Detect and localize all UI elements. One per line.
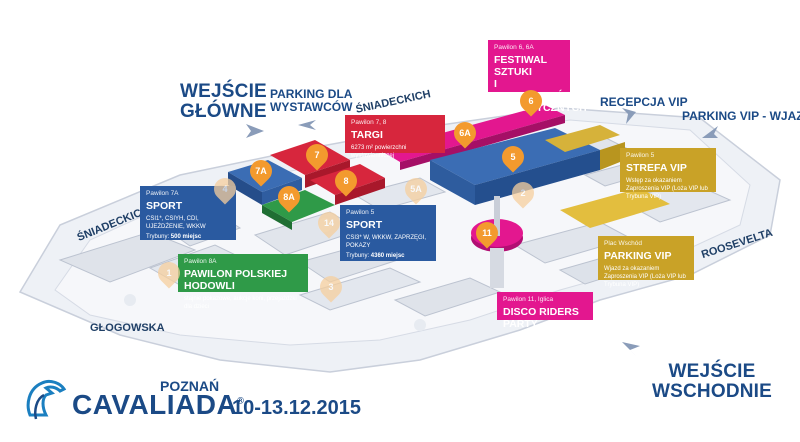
card-hodowla: Pawilon 8A PAWILON POLSKIEJ HODOWLI staj… (178, 254, 308, 310)
card-hodowla-detail: stajnie pokazowe, aukcje koni, przejażdż… (184, 296, 297, 310)
footer-dates: 10-13.12.2015 (232, 397, 362, 419)
card-parking-vip-caption: Plac Wschód (604, 240, 642, 247)
card-parking-vip-detail: Wjazd za okazaniem Zaproszenia VIP (Loża… (604, 266, 686, 288)
pin-5[interactable]: 5 (497, 141, 529, 173)
footer-brand: CAVALIADA® (72, 389, 244, 421)
card-strefa-vip-detail: Wstęp za okazaniem Zaproszenia VIP (Loża… (626, 178, 708, 200)
horse-logo-icon (26, 379, 67, 420)
pin-label: 3 (328, 282, 334, 292)
pin-label: 8A (283, 192, 295, 202)
card-hodowla-title: PAWILON POLSKIEJ HODOWLI (184, 268, 288, 292)
footer-city: POZNAŃ (160, 378, 220, 394)
card-sport-5: Pawilon 5 SPORT CSI3* W, WKKW, ZAPRZĘGI,… (340, 205, 436, 261)
pin-label: 2 (520, 188, 526, 198)
card-sport7a-title: SPORT (146, 200, 183, 212)
capacity-label: Trybuny: (346, 253, 370, 259)
arrow-icon (622, 342, 640, 356)
card-festival-caption: Pawilon 6, 6A (494, 44, 534, 51)
pin-6[interactable]: 6 (515, 85, 547, 117)
pin-label: 5 (510, 152, 516, 162)
parking-exhibitors-line1: PARKING DLA (270, 87, 353, 101)
pin-label: 8 (343, 176, 349, 186)
pin-label: 1 (166, 268, 172, 278)
card-disco-caption: Pawilon 11, Iglica (503, 296, 554, 303)
pin-6a[interactable]: 6A (449, 117, 481, 149)
card-targi-caption: Pawilon 7, 8 (351, 119, 387, 126)
pin-label: 14 (323, 218, 334, 228)
pin-8a[interactable]: 8A (273, 181, 305, 213)
card-strefa-vip-caption: Pawilon 5 (626, 152, 655, 159)
main-entrance-label: WEJŚCIE GŁÓWNE (180, 82, 267, 122)
pin-14[interactable]: 14 (313, 207, 345, 239)
card-disco-title: DISCO RIDERS PARTY (503, 306, 579, 330)
east-entrance-line2: WSCHODNIE (652, 381, 773, 402)
card-sport5-capacity: Trybuny: 4360 miejsc (346, 253, 430, 259)
card-sport7a-caption: Pawilon 7A (146, 190, 179, 197)
card-sport5-title: SPORT (346, 219, 383, 231)
arrow-icon (622, 108, 636, 124)
card-festival-title-line3: ARTYSTYCZNYCH (494, 102, 587, 114)
pin-4[interactable]: 4 (209, 173, 241, 205)
pin-11[interactable]: 11 (471, 217, 503, 249)
pin-7[interactable]: 7 (301, 139, 333, 171)
reception-vip-label: RECEPCJA VIP (600, 95, 688, 109)
pin-2[interactable]: 2 (507, 177, 539, 209)
card-sport7a-capacity: Trybuny: 500 miejsc (146, 234, 230, 240)
arrow-icon (246, 124, 264, 138)
arrow-icon (702, 126, 718, 138)
pin-label: 11 (482, 228, 492, 238)
pin-label: 7A (255, 166, 267, 176)
pin-label: 6A (459, 128, 471, 138)
card-sport7a-detail: CSI1*, CSIYH, CDI, UJEŻDŻENIE, WKKW (146, 216, 206, 230)
capacity-value: 4360 miejsc (370, 253, 405, 259)
footer-registered: ® (237, 395, 245, 406)
card-targi: Pawilon 7, 8 TARGI 6273 m² powierzchni w… (345, 115, 445, 159)
card-festival-title-line1: FESTIWAL SZTUKI (494, 54, 547, 78)
footer-brand-text: CAVALIADA (72, 389, 238, 420)
pin-1[interactable]: 1 (153, 257, 185, 289)
card-targi-detail: 6273 m² powierzchni wystawienniczej (351, 145, 407, 159)
parking-vip-entrance-label: PARKING VIP - WJAZD (682, 109, 800, 123)
card-targi-title: TARGI (351, 129, 383, 141)
capacity-label: Trybuny: (146, 234, 170, 240)
east-entrance-line1: WEJŚCIE (668, 361, 756, 382)
arrow-icon (298, 120, 316, 130)
card-festival: Pawilon 6, 6A FESTIWAL SZTUKI I PRZEDMIO… (488, 40, 587, 114)
card-hodowla-caption: Pawilon 8A (184, 258, 217, 265)
main-entrance-line2: GŁÓWNE (180, 101, 267, 122)
main-entrance-line1: WEJŚCIE (180, 81, 267, 102)
card-parking-vip-title: PARKING VIP (604, 250, 672, 262)
card-strefa-vip-title: STREFA VIP (626, 162, 687, 174)
card-strefa-vip: Pawilon 5 STREFA VIP Wstęp za okazaniem … (620, 148, 716, 200)
pin-label: 4 (222, 184, 228, 194)
card-disco: Pawilon 11, Iglica DISCO RIDERS PARTY (497, 292, 593, 330)
pin-8[interactable]: 8 (330, 165, 362, 197)
parking-exhibitors-label: PARKING DLA WYSTAWCÓW (270, 88, 352, 114)
pin-3[interactable]: 3 (315, 271, 347, 303)
pin-5a[interactable]: 5A (400, 173, 432, 205)
street-glogowska: GŁOGOWSKA (90, 322, 165, 334)
pin-label: 6 (528, 96, 534, 106)
pin-7a[interactable]: 7A (245, 155, 277, 187)
pin-label: 7 (314, 150, 320, 160)
card-sport5-caption: Pawilon 5 (346, 209, 375, 216)
card-parking-vip: Plac Wschód PARKING VIP Wjazd za okazani… (598, 236, 694, 288)
parking-exhibitors-line2: WYSTAWCÓW (270, 100, 353, 114)
card-sport5-detail: CSI3* W, WKKW, ZAPRZĘGI, POKAZY (346, 235, 427, 249)
pin-label: 5A (410, 184, 422, 194)
east-entrance-label: WEJŚCIE WSCHODNIE (652, 362, 772, 402)
capacity-value: 500 miejsc (170, 234, 202, 240)
